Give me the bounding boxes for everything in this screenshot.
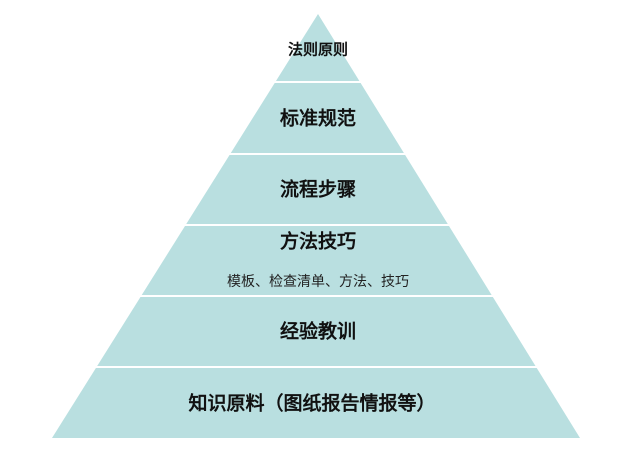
layer-4-sublabel: 模板、检查清单、方法、技巧 (227, 274, 409, 290)
layer-5-label: 经验教训 (280, 320, 356, 343)
layer-6-label: 知识原料（图纸报告情报等） (188, 392, 435, 415)
layer-4-label: 方法技巧 (280, 230, 356, 253)
pyramid-separators (0, 81, 638, 368)
layer-2-label: 标准规范 (280, 107, 356, 130)
layer-1-label: 法则原则 (288, 41, 348, 59)
layer-3-label: 流程步骤 (280, 178, 356, 201)
